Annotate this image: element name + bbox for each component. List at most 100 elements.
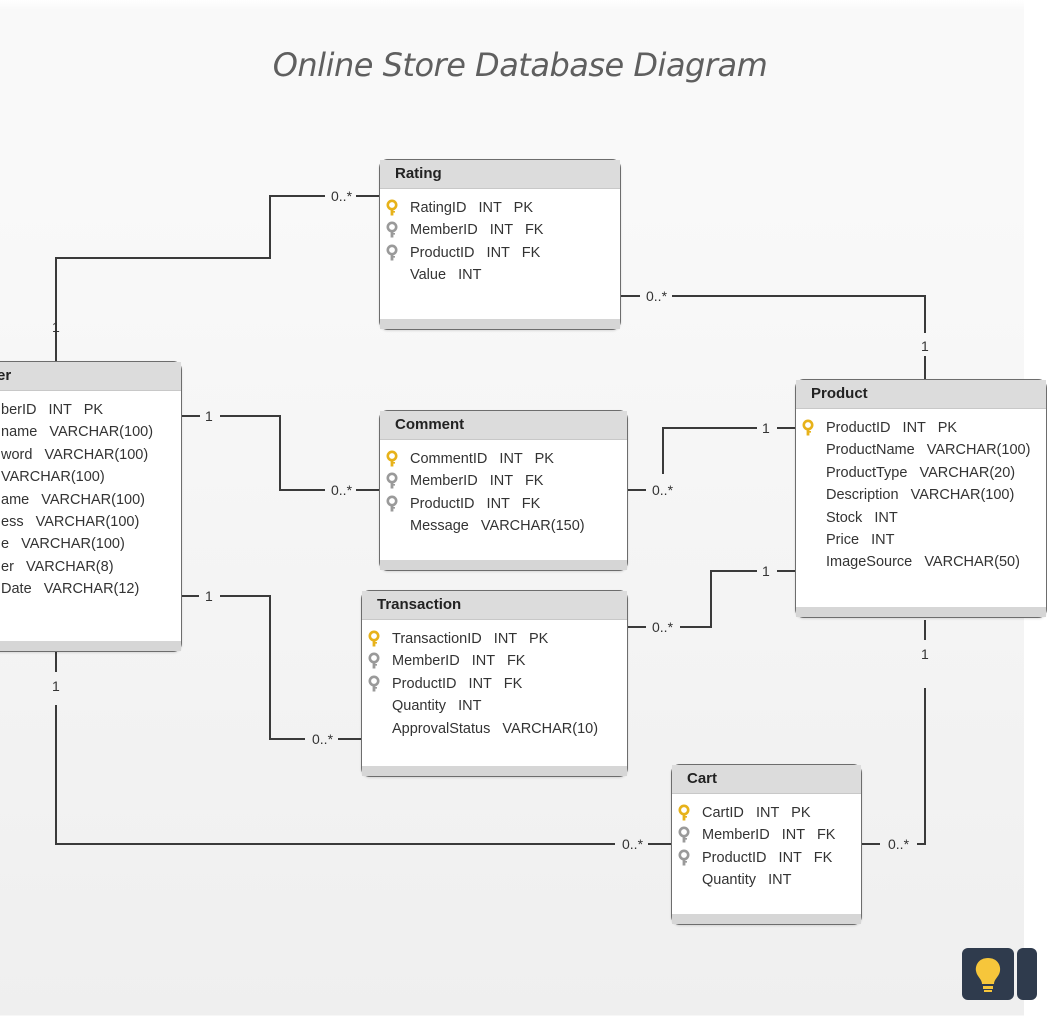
- field-text: Description VARCHAR(100): [826, 487, 1015, 504]
- entity-title: Transaction: [362, 591, 627, 620]
- foreign-key-icon: [386, 244, 398, 261]
- entity-field[interactable]: berID INT PK: [0, 399, 181, 421]
- cardinality-label: 0..*: [312, 731, 334, 747]
- entity-title: Cart: [672, 765, 861, 794]
- field-text: Quantity INT: [702, 872, 792, 889]
- entity-cart[interactable]: Cart CartID INT PK MemberID INT FK Product…: [671, 764, 862, 925]
- cardinality-label: 1: [205, 588, 213, 604]
- field-text: CartID INT PK: [702, 805, 811, 821]
- rel-comment-product: [662, 427, 757, 474]
- field-text: Stock INT: [826, 509, 898, 526]
- field-text: ImageSource VARCHAR(50): [826, 554, 1020, 571]
- entity-field[interactable]: ProductID INT FK: [362, 673, 627, 695]
- entity-field[interactable]: MemberID INT FK: [672, 824, 861, 846]
- entity-field[interactable]: word VARCHAR(100): [0, 444, 181, 466]
- entity-field[interactable]: ProductID INT FK: [380, 242, 620, 264]
- entity-product[interactable]: Product ProductID INT PK ProductName VARC…: [795, 379, 1047, 618]
- entity-field[interactable]: ProductID INT FK: [672, 847, 861, 869]
- rel-transaction-product: [680, 570, 757, 628]
- cardinality-label: 1: [52, 678, 60, 694]
- entity-field[interactable]: ProductID INT PK: [796, 417, 1046, 439]
- entity-field[interactable]: Message VARCHAR(150): [380, 515, 627, 537]
- app-badge-edge: [1017, 948, 1037, 1000]
- entity-field[interactable]: e VARCHAR(100): [0, 533, 181, 555]
- entity-field[interactable]: ame VARCHAR(100): [0, 489, 181, 511]
- member-rows: berID INT PK name VARCHAR(100) word VARCHA…: [0, 391, 181, 601]
- rel-member-rating: [55, 195, 325, 362]
- entity-title: Rating: [380, 160, 620, 189]
- cardinality-label: 1: [762, 420, 770, 436]
- primary-key-icon: [386, 450, 398, 467]
- foreign-key-icon: [386, 495, 398, 512]
- field-text: Price INT: [826, 531, 895, 548]
- entity-title: Comment: [380, 411, 627, 440]
- cardinality-label: 1: [52, 319, 60, 335]
- entity-field[interactable]: CartID INT PK: [672, 802, 861, 824]
- entity-field[interactable]: ApprovalStatus VARCHAR(10): [362, 718, 627, 740]
- entity-field[interactable]: RatingID INT PK: [380, 197, 620, 219]
- entity-field[interactable]: TransactionID INT PK: [362, 628, 627, 650]
- entity-field[interactable]: Quantity INT: [672, 869, 861, 891]
- entity-field[interactable]: ProductID INT FK: [380, 493, 627, 515]
- cardinality-label: 1: [921, 646, 929, 662]
- entity-field[interactable]: VARCHAR(100): [0, 466, 181, 488]
- field-text: ProductID INT PK: [826, 420, 958, 436]
- entity-field[interactable]: ProductType VARCHAR(20): [796, 462, 1046, 484]
- field-text: berID INT PK: [1, 402, 104, 418]
- primary-key-icon: [386, 199, 398, 216]
- cardinality-label: 0..*: [331, 188, 353, 204]
- entity-field[interactable]: Value INT: [380, 264, 620, 286]
- cardinality-label: 1: [921, 338, 929, 354]
- field-text: ProductName VARCHAR(100): [826, 442, 1031, 459]
- cardinality-label: 0..*: [888, 836, 910, 852]
- field-text: Message VARCHAR(150): [410, 518, 585, 535]
- entity-field[interactable]: MemberID INT FK: [380, 219, 620, 241]
- primary-key-icon: [678, 804, 690, 821]
- entity-field[interactable]: MemberID INT FK: [380, 470, 627, 492]
- cardinality-label: 0..*: [652, 619, 674, 635]
- field-text: Value INT: [410, 267, 482, 284]
- field-text: Quantity INT: [392, 698, 482, 715]
- field-text: ProductID INT FK: [410, 244, 541, 261]
- foreign-key-icon: [678, 826, 690, 843]
- foreign-key-icon: [678, 849, 690, 866]
- foreign-key-icon: [368, 675, 380, 692]
- entity-field[interactable]: er VARCHAR(8): [0, 556, 181, 578]
- entity-comment[interactable]: Comment CommentID INT PK MemberID INT FK P…: [379, 410, 628, 571]
- rel-member-cart: [55, 705, 615, 845]
- cardinality-label: 0..*: [646, 288, 668, 304]
- entity-field[interactable]: MemberID INT FK: [362, 650, 627, 672]
- rel-member-comment: [220, 415, 325, 491]
- entity-field[interactable]: Description VARCHAR(100): [796, 484, 1046, 506]
- field-text: TransactionID INT PK: [392, 631, 549, 647]
- cardinality-label: 0..*: [331, 482, 353, 498]
- primary-key-icon: [368, 630, 380, 647]
- entity-field[interactable]: name VARCHAR(100): [0, 421, 181, 443]
- field-text: ProductID INT FK: [392, 675, 523, 692]
- cardinality-label: 1: [205, 408, 213, 424]
- entity-field[interactable]: Date VARCHAR(12): [0, 578, 181, 600]
- foreign-key-icon: [386, 472, 398, 489]
- field-text: MemberID INT FK: [410, 473, 544, 490]
- field-text: VARCHAR(100): [1, 469, 105, 486]
- rel-member-transaction: [220, 595, 305, 740]
- entity-field[interactable]: ProductName VARCHAR(100): [796, 439, 1046, 461]
- entity-field[interactable]: ImageSource VARCHAR(50): [796, 551, 1046, 573]
- app-badge[interactable]: [962, 948, 1014, 1000]
- entity-field[interactable]: Quantity INT: [362, 695, 627, 717]
- entity-field[interactable]: CommentID INT PK: [380, 448, 627, 470]
- field-text: ProductID INT FK: [702, 849, 833, 866]
- field-text: word VARCHAR(100): [1, 446, 149, 463]
- primary-key-icon: [802, 419, 814, 436]
- field-text: CommentID INT PK: [410, 451, 554, 467]
- cardinality-label: 0..*: [622, 836, 644, 852]
- foreign-key-icon: [368, 652, 380, 669]
- entity-field[interactable]: Price INT: [796, 529, 1046, 551]
- field-text: ame VARCHAR(100): [1, 491, 145, 508]
- entity-field[interactable]: ess VARCHAR(100): [0, 511, 181, 533]
- entity-field[interactable]: Stock INT: [796, 507, 1046, 529]
- entity-transaction[interactable]: Transaction TransactionID INT PK MemberID…: [361, 590, 628, 777]
- entity-title: Product: [796, 380, 1046, 409]
